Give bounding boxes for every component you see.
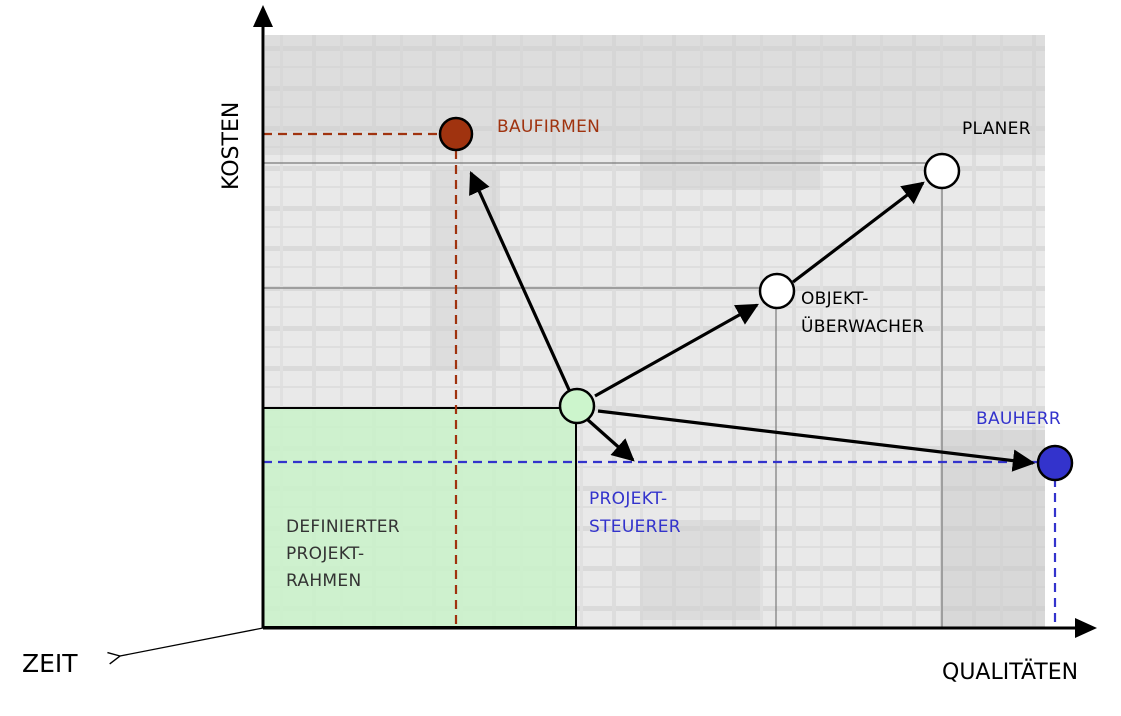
planer-node xyxy=(923,152,961,190)
x-axis-label: QUALITÄTEN xyxy=(942,659,1078,685)
axes xyxy=(253,5,1097,638)
objektueberwacher-label-2: ÜBERWACHER xyxy=(801,315,924,337)
reference-grid xyxy=(263,162,943,627)
project-frame xyxy=(262,407,577,628)
baufirmen-projection xyxy=(263,132,458,627)
projektsteuerer-label-2: STEUERER xyxy=(589,517,681,537)
frame-label-2: PROJEKT- xyxy=(286,544,364,564)
influence-arrows xyxy=(469,170,1036,472)
bauherr-node xyxy=(1036,444,1074,482)
frame-label-1: DEFINIERTER xyxy=(286,517,400,537)
zeit-axis xyxy=(120,627,264,656)
objektueberwacher-label-1: OBJEKT- xyxy=(801,289,869,309)
frame-label-3: RAHMEN xyxy=(286,571,361,591)
projektsteuerer-node xyxy=(558,387,596,425)
baufirmen-label: BAUFIRMEN xyxy=(497,117,600,137)
planer-label: PLANER xyxy=(962,119,1031,139)
bauherr-label: BAUHERR xyxy=(976,409,1061,429)
bauherr-projection xyxy=(263,460,1057,627)
z-axis-label: ZEIT xyxy=(22,649,78,678)
projektsteuerer-label-1: PROJEKT- xyxy=(589,489,667,509)
y-axis-label: KOSTEN xyxy=(219,102,244,190)
baufirmen-node xyxy=(438,116,474,152)
objektueberwacher-node xyxy=(758,272,796,310)
